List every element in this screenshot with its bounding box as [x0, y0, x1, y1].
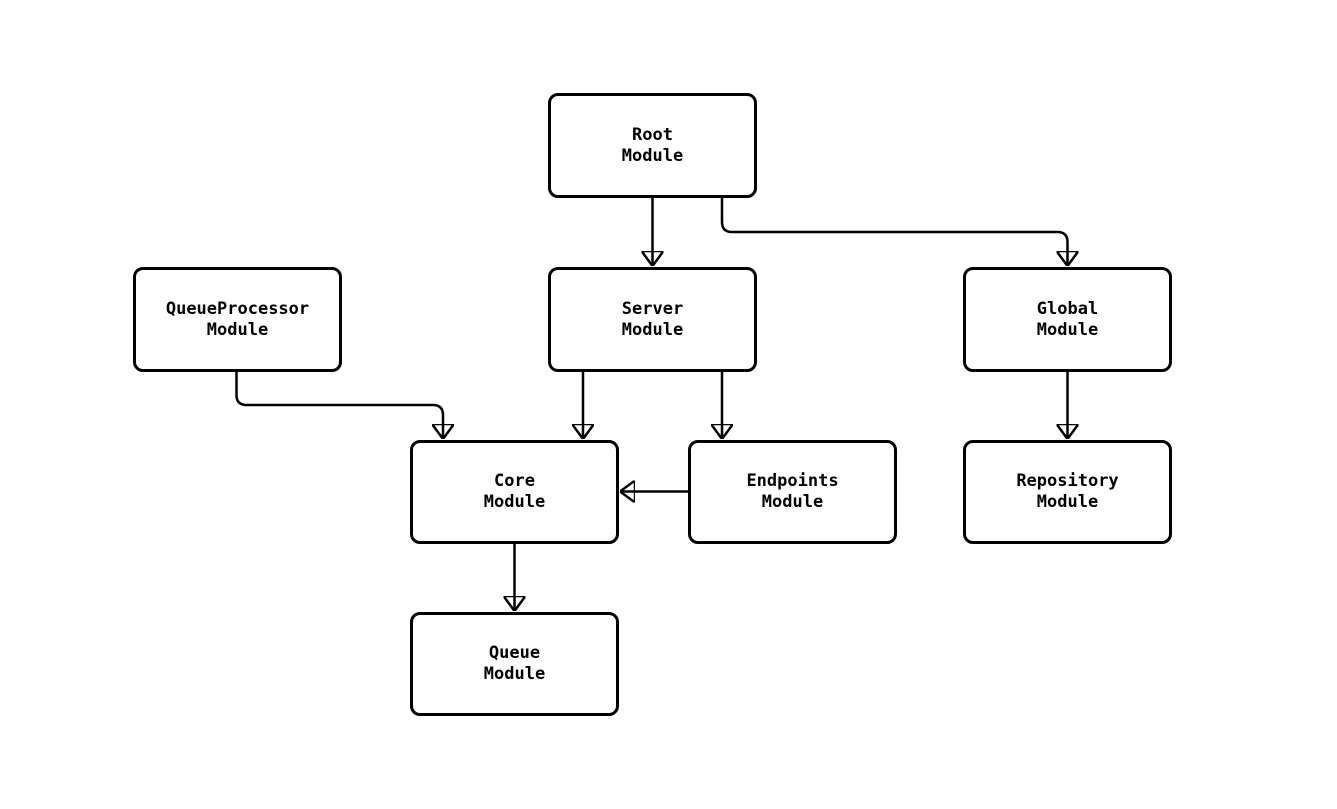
node-root-label-line1: Root	[632, 124, 673, 145]
node-endpoints-module: Endpoints Module	[688, 440, 897, 544]
node-server-label-line2: Module	[621, 319, 684, 340]
node-global-module: Global Module	[963, 267, 1172, 372]
node-core-label-line2: Module	[483, 492, 546, 512]
edge-root-to-global	[720, 198, 1068, 265]
node-server-label-line1: Server	[621, 298, 684, 319]
node-core-label-line1: Core	[494, 471, 535, 491]
node-root-module: Root Module	[548, 93, 757, 198]
node-queueprocessor-label-line2: Module	[206, 319, 269, 340]
node-root-label-line2: Module	[621, 145, 684, 166]
node-repository-label-line2: Module	[1036, 492, 1099, 512]
node-queue-label-line2: Module	[483, 664, 546, 684]
node-endpoints-label-line1: Endpoints	[746, 471, 839, 491]
node-core-module: Core Module	[410, 440, 619, 544]
edge-queueprocessor-to-core	[235, 372, 444, 438]
node-repository-module: Repository Module	[963, 440, 1172, 544]
node-server-module: Server Module	[548, 267, 757, 372]
node-queue-module: Queue Module	[410, 612, 619, 716]
node-queueprocessor-label-line1: QueueProcessor	[165, 298, 310, 319]
node-repository-label-line1: Repository	[1016, 471, 1119, 491]
node-queue-label-line1: Queue	[488, 643, 541, 663]
node-global-label-line2: Module	[1036, 319, 1099, 340]
node-global-label-line1: Global	[1036, 298, 1099, 319]
node-endpoints-label-line2: Module	[761, 492, 824, 512]
node-queueprocessor-module: QueueProcessor Module	[133, 267, 342, 372]
